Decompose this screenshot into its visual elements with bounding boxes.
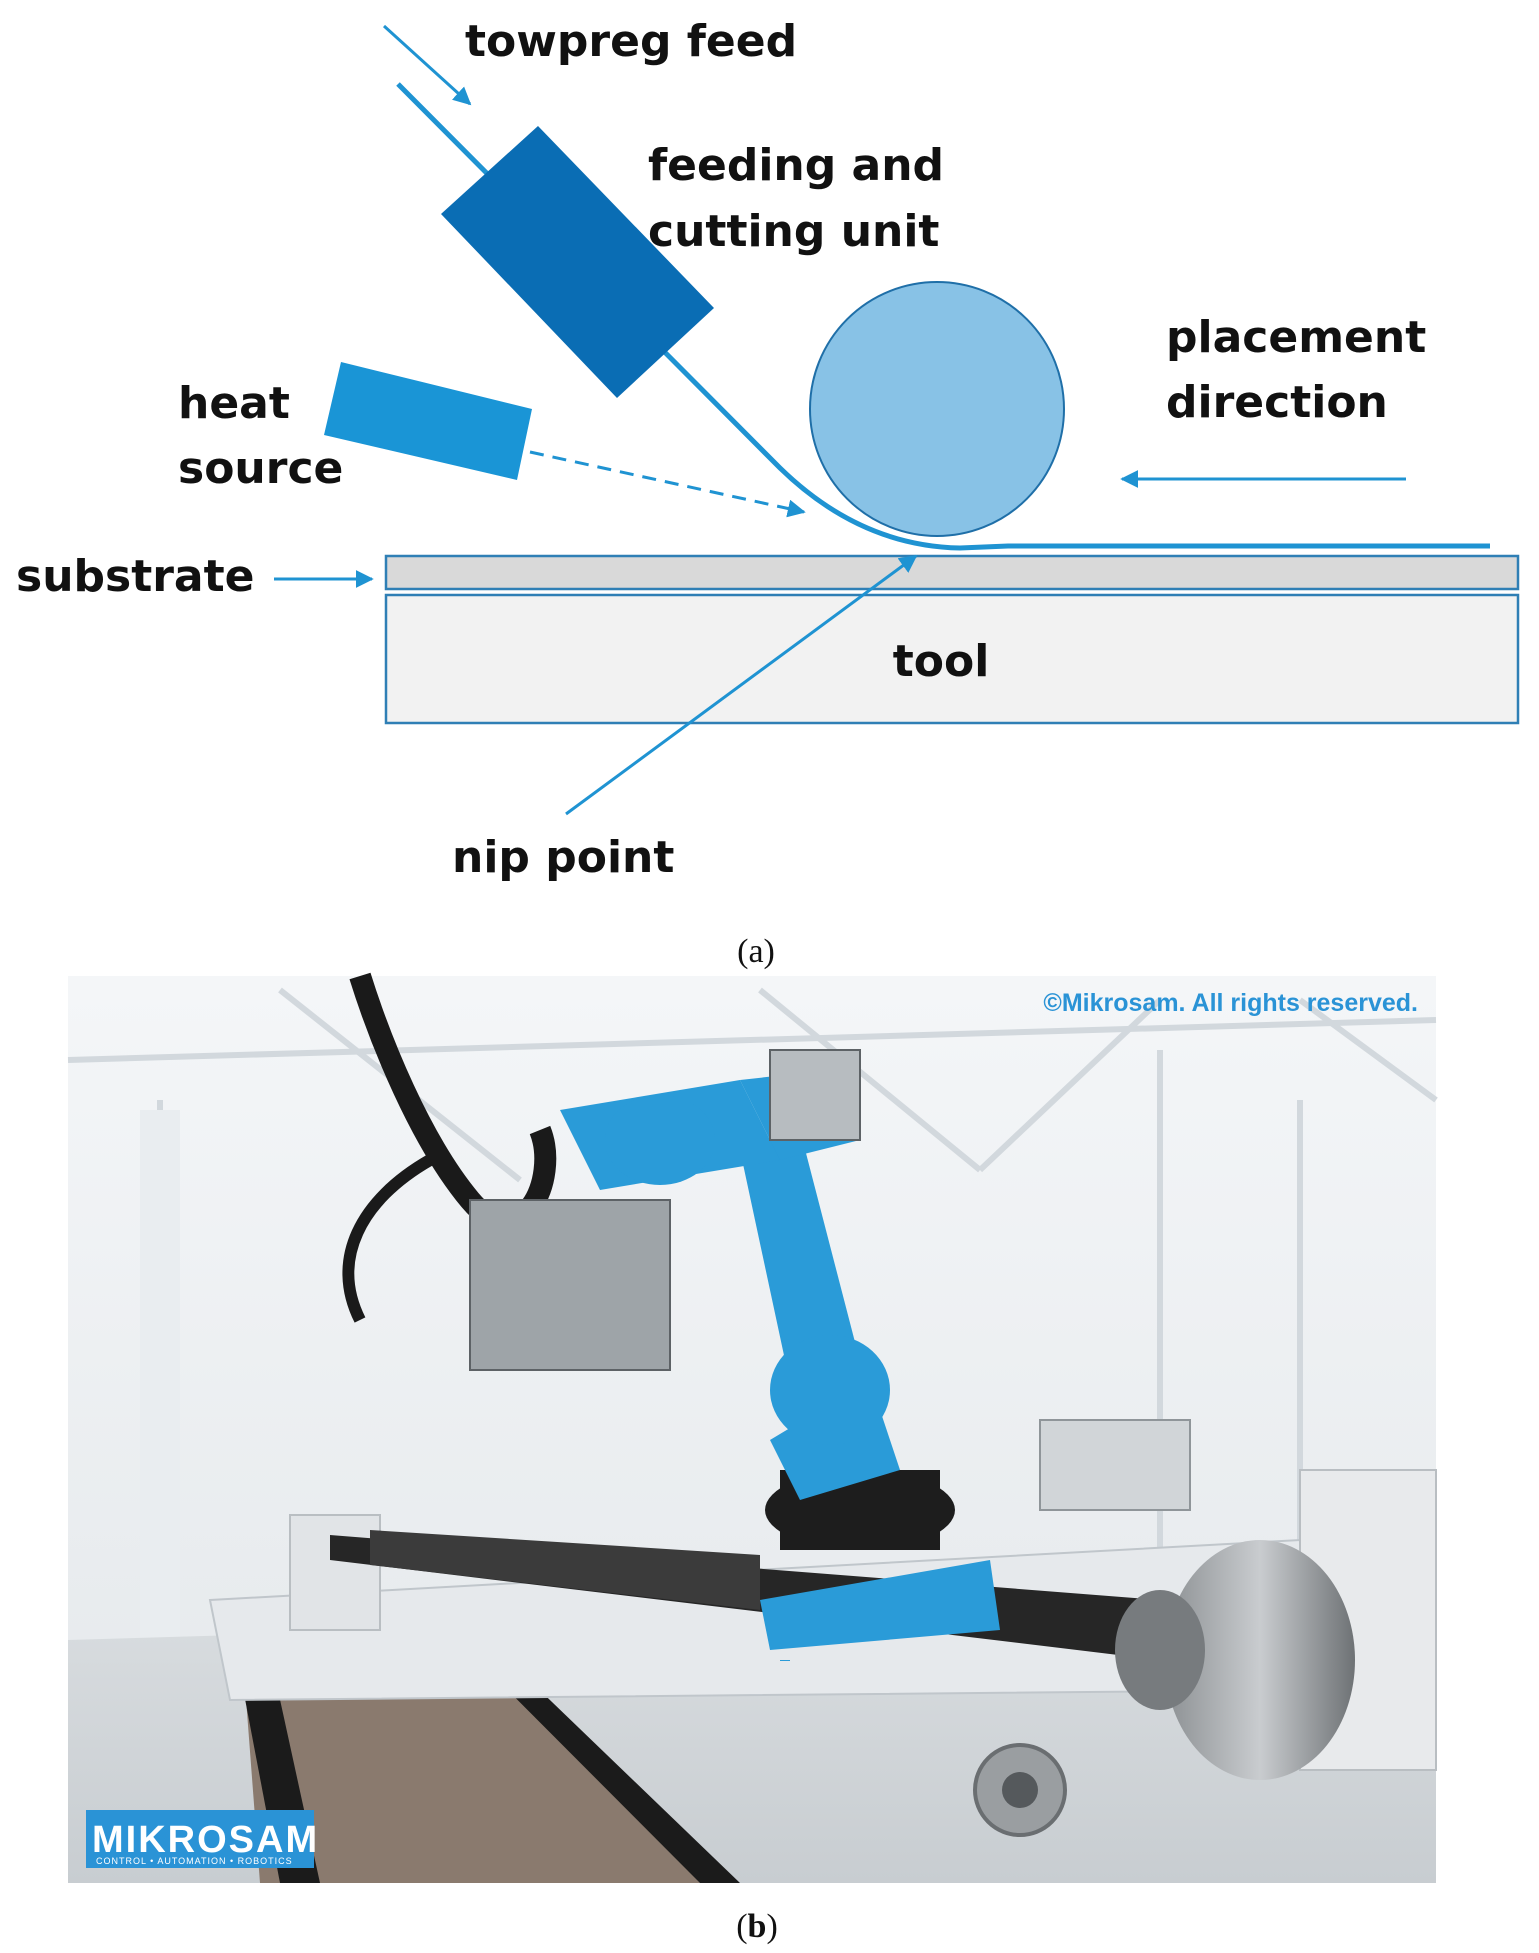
compaction-roller — [809, 281, 1065, 537]
towpreg-tape — [396, 82, 1490, 551]
heat-beam-arrow — [529, 450, 806, 518]
feeding-cutting-unit — [441, 126, 714, 398]
support-roller-hub — [1002, 1772, 1038, 1808]
logo-subtext: CONTROL • AUTOMATION • ROBOTICS — [96, 1856, 293, 1866]
towpreg-feed-label: towpreg feed — [465, 16, 797, 67]
copyright-notice: ©Mikrosam. All rights reserved. — [1043, 989, 1418, 1017]
control-box — [769, 1049, 861, 1141]
substrate-label: substrate — [16, 551, 255, 602]
nip-point-arrow — [565, 554, 918, 816]
support-column — [140, 1110, 180, 1650]
feeding-label-line2: cutting unit — [648, 206, 939, 257]
placement-label-line1: placement — [1166, 312, 1426, 363]
headstock — [289, 1514, 381, 1631]
chuck-face — [1115, 1590, 1205, 1710]
placement-label-line2: direction — [1166, 377, 1388, 428]
robot-arm — [560, 1070, 1000, 1661]
tensioner-unit — [1039, 1419, 1191, 1511]
caption-b: (b) — [736, 1908, 778, 1945]
mikrosam-logo: MIKROSAM CONTROL • AUTOMATION • ROBOTICS — [86, 1810, 319, 1868]
heat-label-line2: source — [178, 443, 343, 494]
substrate-layer — [384, 554, 1520, 591]
placement-head — [469, 1199, 671, 1371]
caption-a: (a) — [737, 933, 775, 970]
cable-loop — [342, 1154, 433, 1323]
machine-photo: ©Mikrosam. All rights reserved. MIKROSAM… — [67, 972, 1438, 1945]
heat-source — [324, 362, 532, 480]
heat-label-line1: heat — [178, 378, 290, 429]
tool-block — [384, 593, 1520, 725]
process-diagram: towpreg feed feeding and cutting unit pl… — [16, 16, 1520, 970]
towpreg-feed-arrow — [382, 24, 472, 106]
logo-text: MIKROSAM — [92, 1819, 319, 1861]
tailstock-chuck — [1165, 1540, 1355, 1780]
mandrel-layup — [370, 1530, 760, 1610]
feeding-label-line1: feeding and — [648, 140, 944, 191]
tool-label: tool — [893, 636, 990, 687]
nip-point-label: nip point — [452, 832, 674, 883]
